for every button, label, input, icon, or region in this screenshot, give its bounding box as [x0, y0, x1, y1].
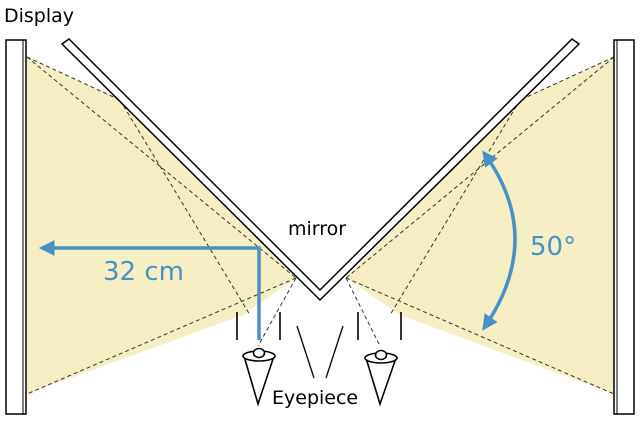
v-mirror [60, 38, 581, 302]
right-field-region [346, 57, 614, 394]
right-eyepiece [357, 312, 402, 407]
right-display-panel [613, 39, 635, 415]
display-label: Display [4, 5, 74, 27]
left-ray-lines [26, 56, 297, 395]
left-field-region [27, 57, 296, 394]
left-eyepiece [236, 312, 281, 407]
mirror-label: mirror [288, 218, 346, 240]
angle-label: 50° [530, 232, 576, 262]
angle-arc-arrow [482, 150, 517, 331]
right-ray-lines [345, 56, 615, 395]
eyepiece-label: Eyepiece [272, 387, 358, 409]
distance-label: 32 cm [103, 257, 184, 287]
eyepiece-pointer-lines [296, 325, 344, 379]
left-display-panel [5, 39, 27, 415]
distance-arrow [38, 240, 261, 340]
